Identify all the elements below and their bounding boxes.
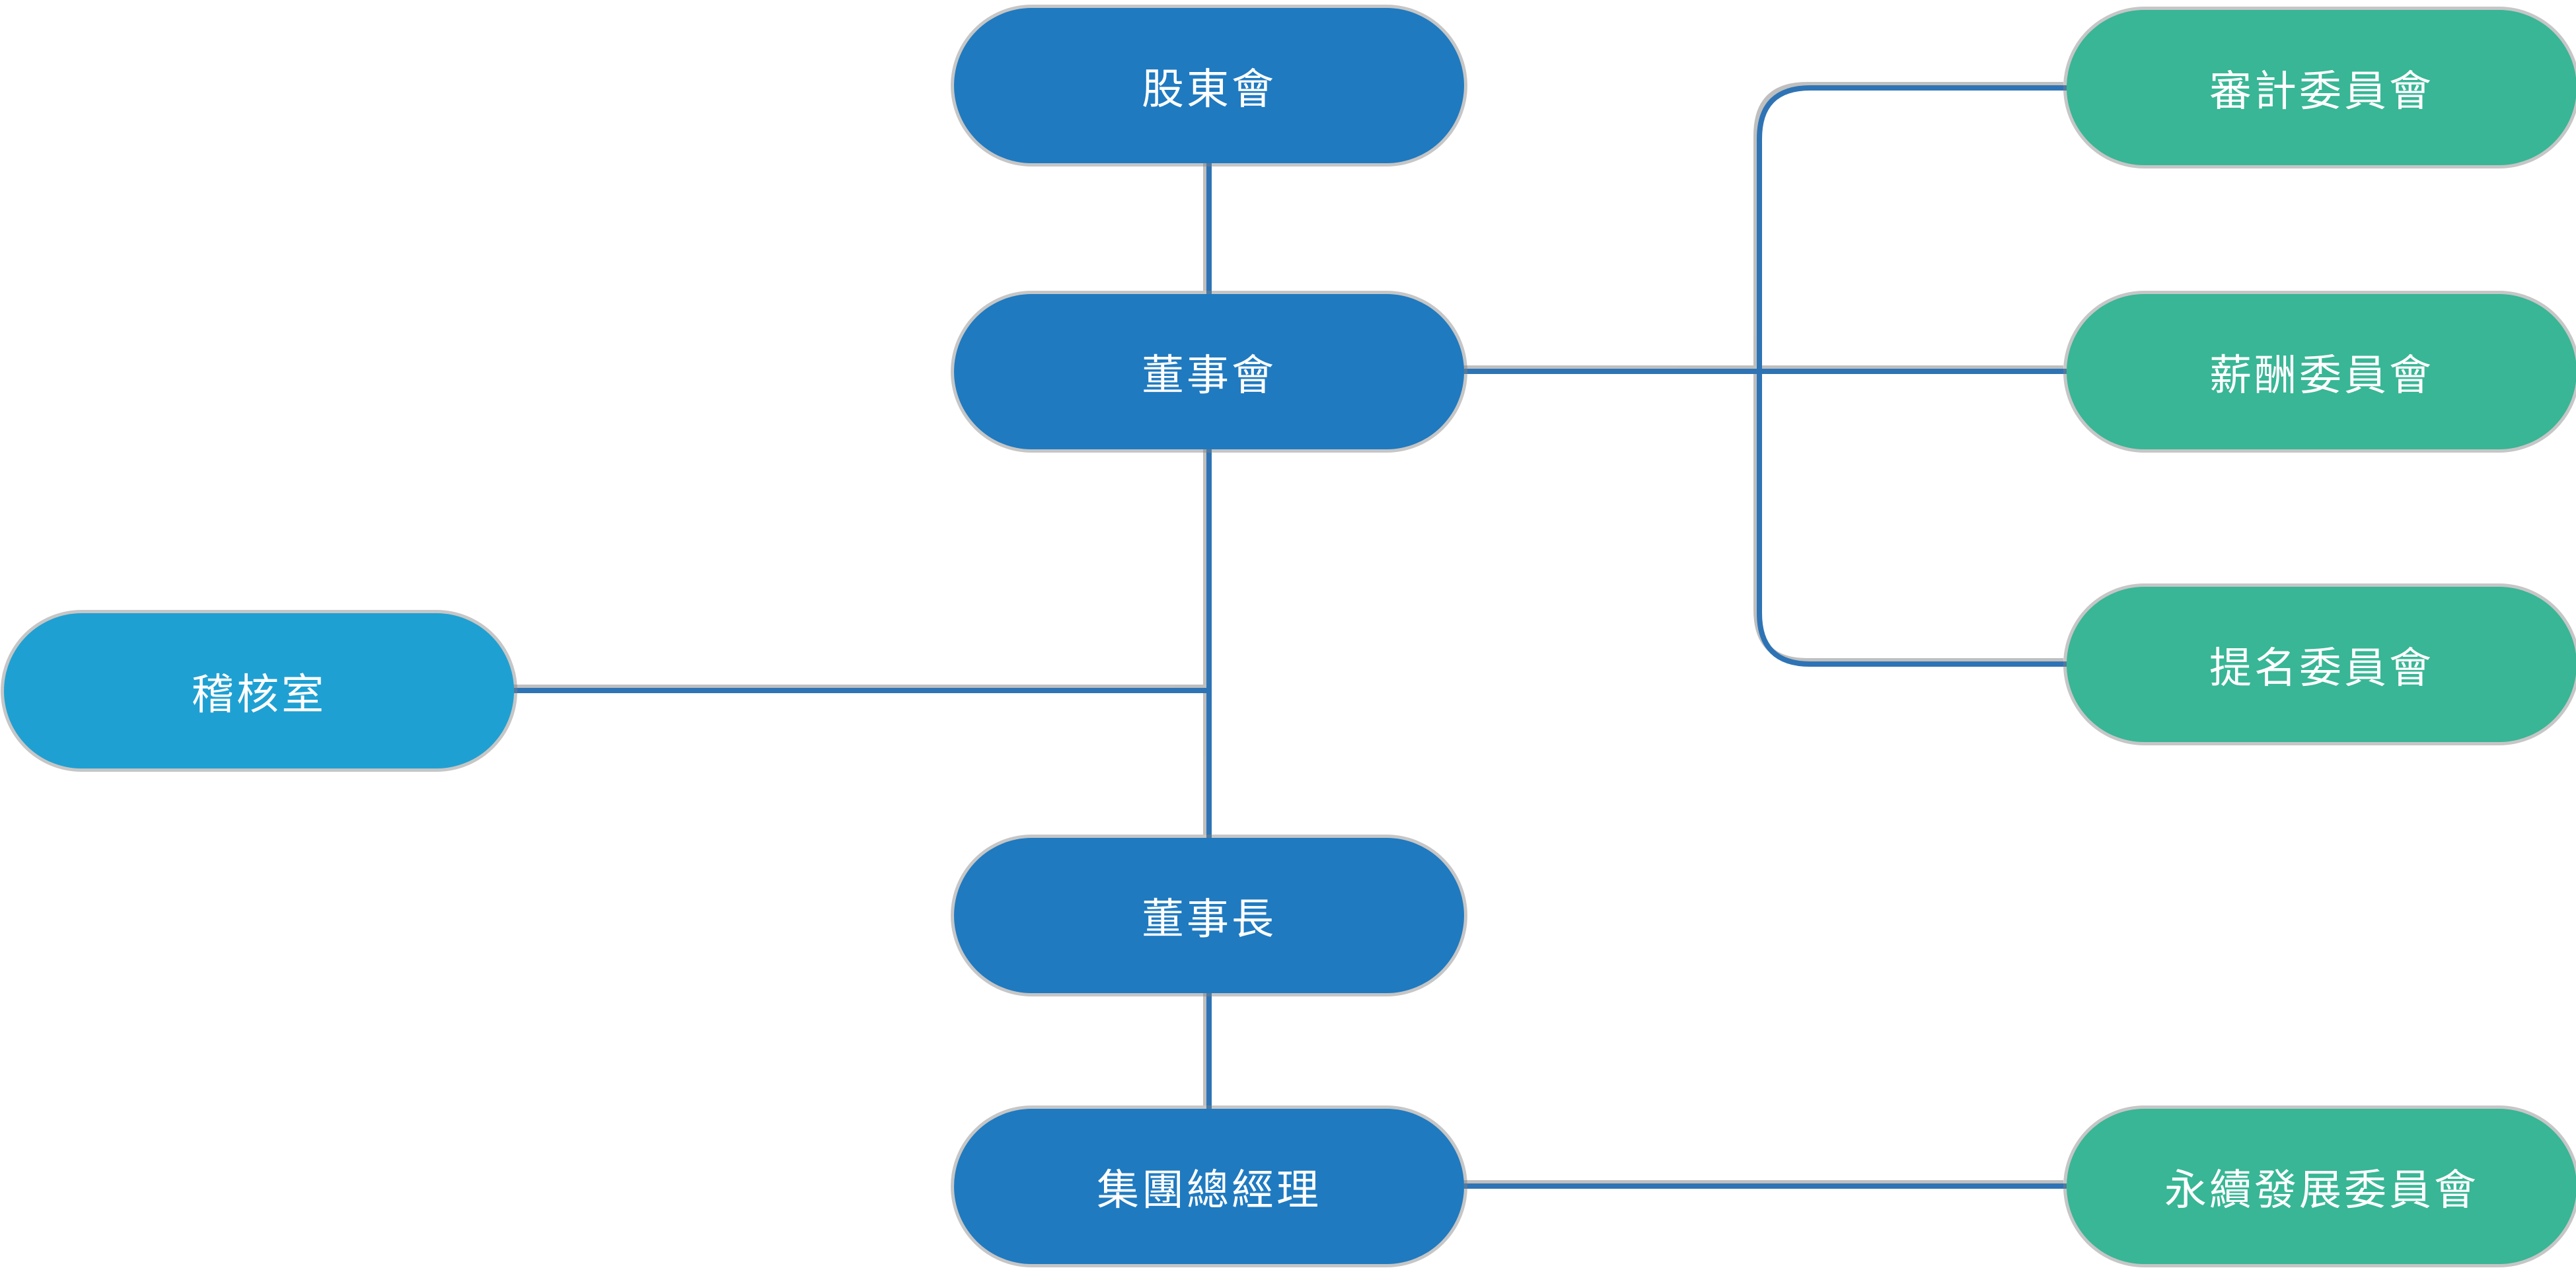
node-sustainability-committee: 永續發展委員會 xyxy=(2067,1109,2576,1264)
node-label: 股東會 xyxy=(1142,65,1276,113)
node-nomination-committee: 提名委員會 xyxy=(2067,587,2576,742)
node-board-of-directors: 董事會 xyxy=(954,294,1464,449)
node-label: 永續發展委員會 xyxy=(2164,1166,2479,1214)
node-audit-committee: 審計委員會 xyxy=(2067,10,2576,165)
node-label: 提名委員會 xyxy=(2209,644,2434,692)
node-audit-office: 稽核室 xyxy=(4,613,514,768)
node-label: 薪酬委員會 xyxy=(2209,351,2434,399)
node-label: 審計委員會 xyxy=(2209,67,2434,115)
node-label: 董事會 xyxy=(1142,351,1276,399)
node-label: 董事長 xyxy=(1142,895,1276,943)
node-chairman: 董事長 xyxy=(954,838,1464,993)
node-group-president: 集團總經理 xyxy=(954,1109,1464,1264)
node-label: 集團總經理 xyxy=(1097,1166,1321,1214)
node-compensation-committee: 薪酬委員會 xyxy=(2067,294,2576,449)
node-shareholders-meeting: 股東會 xyxy=(954,8,1464,163)
node-label: 稽核室 xyxy=(192,670,326,718)
